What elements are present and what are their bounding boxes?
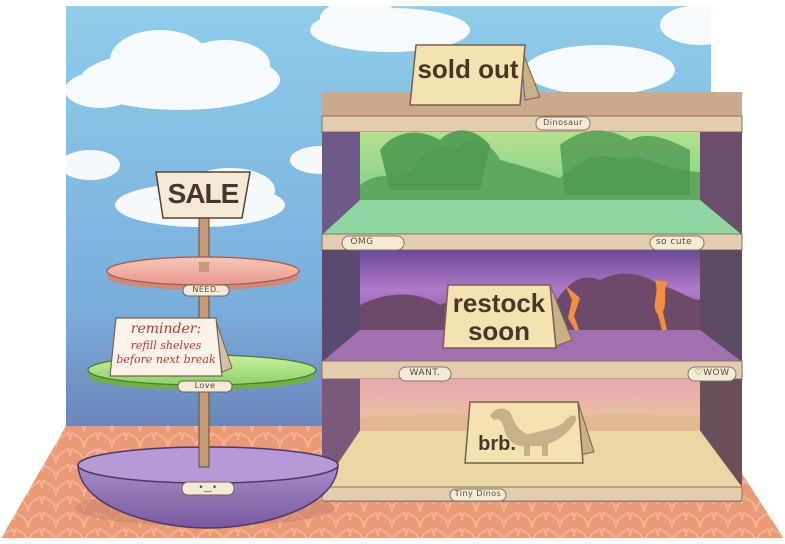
brb-sign [464,401,595,464]
tray-tag-need: NEED. [192,285,220,294]
restock-label-line1: restock [452,288,546,318]
reminder-line-2: before next break [116,353,216,366]
shelf-tag-tiny-dinos: Tiny Dinos [454,489,502,498]
restock-label-line2: soon [467,316,531,346]
shelf-tag-so-cute: so cute [655,237,693,247]
tray-tag-love: Love [194,381,216,390]
sold-out-label: sold out [417,54,519,84]
reminder-line-1: refill shelves [130,339,202,352]
shelf-tag-omg: OMG [350,237,374,247]
sale-label: SALE [167,178,240,209]
tray-tag-face: •‿• [198,483,218,493]
dinosaur-icon [490,408,577,456]
shelf-tag-want: WANT. [409,368,441,378]
jungle-compartment [321,130,743,251]
display-shelf [321,92,743,502]
restock-sign [442,284,573,349]
sale-sign [155,171,251,219]
brb-label: brb. [478,433,516,455]
shelf-tag-dinosaur: Dinosaur [543,118,583,127]
shelf-tags [341,116,737,502]
tray-tags [177,284,235,496]
sold-out-sign [409,44,541,106]
reminder-title: reminder: [130,321,202,337]
reminder-note [109,317,233,377]
shelf-tag-wow: ♡WOW [694,368,730,378]
